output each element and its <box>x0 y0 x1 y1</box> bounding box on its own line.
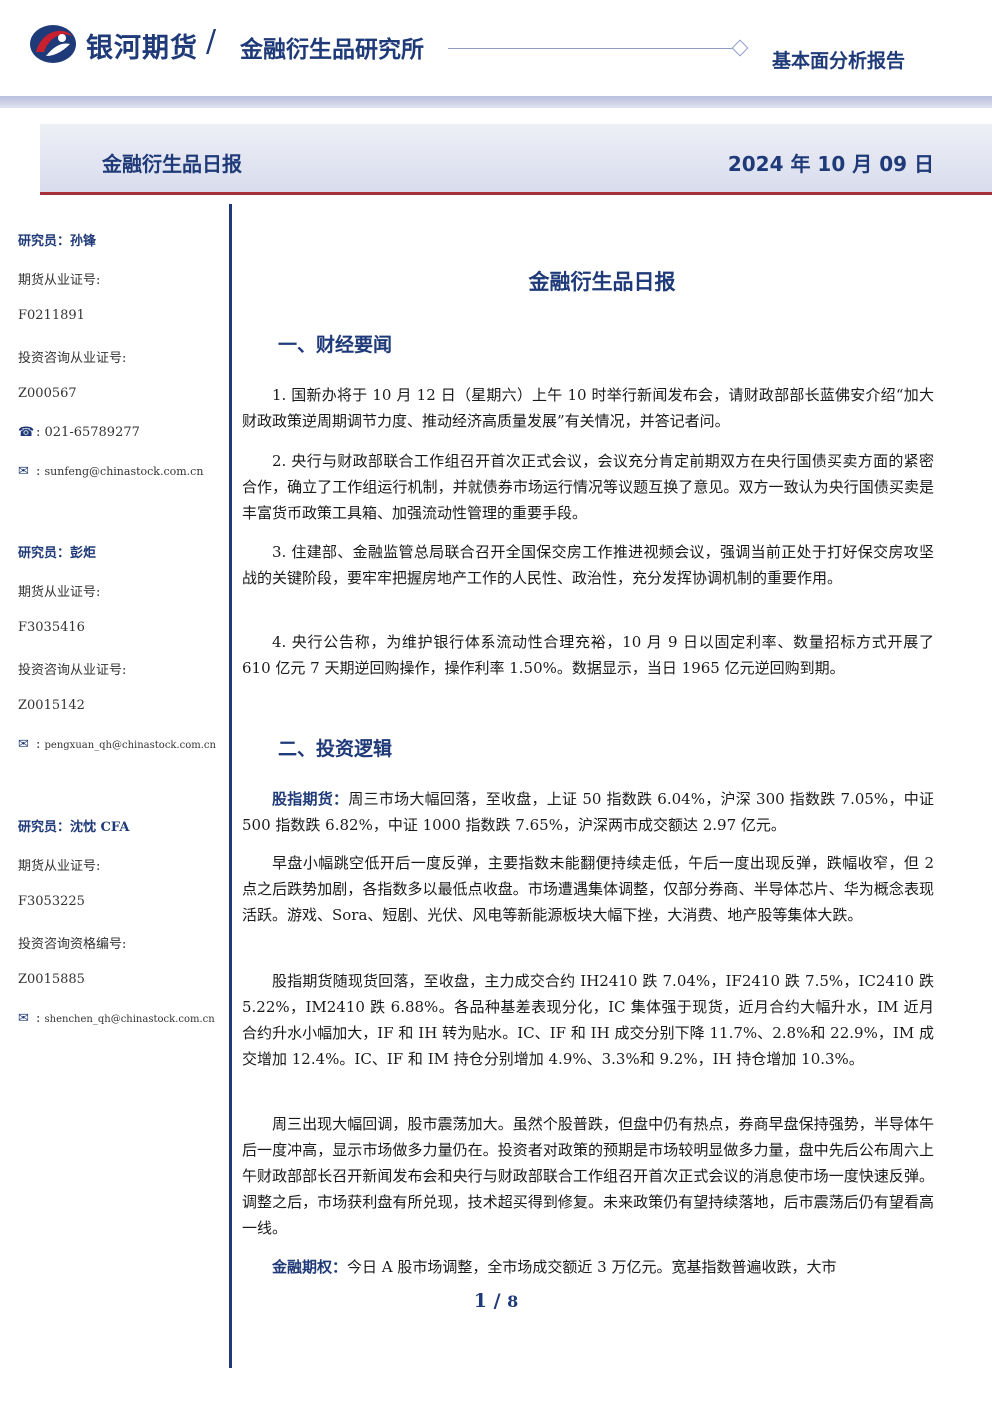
license-label: 期货从业证号: <box>18 859 101 874</box>
total-pages: 8 <box>507 1292 519 1311</box>
option-text: 今日 A 股市场调整，全市场成交额近 3 万亿元。宽基指数普遍收跌，大市 <box>347 1258 837 1276</box>
page-header: 银河期货 / 金融衍生品研究所 基本面分析报告 <box>0 0 992 110</box>
phone-row: ☎: 021-65789277 <box>18 425 140 440</box>
brand-divider: / <box>206 24 217 59</box>
stock-index-lead: 股指期货： <box>272 790 349 808</box>
license-label: 期货从业证号: <box>18 585 101 600</box>
email-address[interactable]: pengxuan_qh@chinastock.com.cn <box>44 740 216 751</box>
option-paragraph: 金融期权：今日 A 股市场调整，全市场成交额近 3 万亿元。宽基指数普遍收跌，大… <box>242 1254 934 1280</box>
current-page: 1 <box>473 1290 487 1312</box>
diamond-icon <box>731 39 749 57</box>
stock-index-text: 周三市场大幅回落，至收盘，上证 50 指数跌 6.04%，沪深 300 指数跌 … <box>242 790 934 834</box>
analyst-name: 研究员：彭炬 <box>18 546 97 561</box>
stock-index-paragraph: 股指期货：周三市场大幅回落，至收盘，上证 50 指数跌 6.04%，沪深 300… <box>242 786 934 838</box>
consult-label: 投资咨询从业证号: <box>18 663 127 678</box>
option-lead: 金融期权： <box>272 1258 348 1276</box>
report-title-bar: 金融衍生品日报 2024 年 10 月 09 日 <box>40 124 992 195</box>
header-rule <box>448 48 734 49</box>
section-heading-news: 一、财经要闻 <box>278 334 393 356</box>
email-row: ✉: pengxuan_qh@chinastock.com.cn <box>18 737 216 752</box>
email-icon: ✉ <box>18 737 29 752</box>
phone-number: 021-65789277 <box>44 425 140 440</box>
report-date: 2024 年 10 月 09 日 <box>727 152 934 176</box>
license-label: 期货从业证号: <box>18 273 101 288</box>
license-number: F3053225 <box>18 894 85 909</box>
brand-name: 银河期货 <box>86 33 198 64</box>
stock-index-paragraph: 周三出现大幅回调，股市震荡加大。虽然个股普跌，但盘中仍有热点，券商早盘保持强势，… <box>242 1115 934 1237</box>
email-address[interactable]: shenchen_qh@chinastock.com.cn <box>44 1014 215 1025</box>
stock-index-paragraph: 股指期货随现货回落，至收盘，主力成交合约 IH2410 跌 7.04%，IF24… <box>242 972 934 1068</box>
consult-number: Z0015142 <box>18 698 85 713</box>
license-number: F0211891 <box>18 308 85 323</box>
stock-index-paragraph: 早盘小幅跳空低开后一度反弹，主要指数未能翻便持续走低，午后一度出现反弹，跌幅收窄… <box>242 854 934 924</box>
email-icon: ✉ <box>18 464 29 479</box>
news-item: 4. 央行公告称，为维护银行体系流动性合理充裕，10 月 9 日以固定利率、数量… <box>242 633 934 677</box>
news-item: 1. 国新办将于 10 月 12 日（星期六）上午 10 时举行新闻发布会，请财… <box>242 386 934 430</box>
section-heading-logic: 二、投资逻辑 <box>278 738 393 760</box>
institute-name: 金融衍生品研究所 <box>240 37 424 63</box>
consult-number: Z000567 <box>18 386 77 401</box>
report-series-name: 金融衍生品日报 <box>102 152 242 176</box>
email-icon: ✉ <box>18 1011 29 1026</box>
galaxy-futures-logo-icon <box>30 25 76 63</box>
consult-label: 投资咨询从业证号: <box>18 351 127 366</box>
news-item: 2. 央行与财政部联合工作组召开首次正式会议，会议充分肯定前期双方在央行国债买卖… <box>242 452 934 522</box>
email-row: ✉: shenchen_qh@chinastock.com.cn <box>18 1011 215 1026</box>
sidebar-divider <box>229 204 232 1368</box>
email-address[interactable]: sunfeng@chinastock.com.cn <box>44 465 204 478</box>
license-number: F3035416 <box>18 620 85 635</box>
news-item: 3. 住建部、金融监管总局联合召开全国保交房工作推进视频会议，强调当前正处于打好… <box>242 543 934 587</box>
email-row: ✉: sunfeng@chinastock.com.cn <box>18 464 204 479</box>
page-number: 1 / 8 <box>0 1290 992 1312</box>
consult-label: 投资咨询资格编号: <box>18 937 127 952</box>
consult-number: Z0015885 <box>18 972 85 987</box>
page-separator: / <box>493 1290 501 1312</box>
analyst-name: 研究员：孙锋 <box>18 234 97 249</box>
header-band <box>0 96 992 108</box>
phone-icon: ☎ <box>18 425 35 440</box>
document-title: 金融衍生品日报 <box>528 270 676 294</box>
analyst-name: 研究员：沈忱 CFA <box>18 820 130 835</box>
report-type: 基本面分析报告 <box>772 50 906 72</box>
